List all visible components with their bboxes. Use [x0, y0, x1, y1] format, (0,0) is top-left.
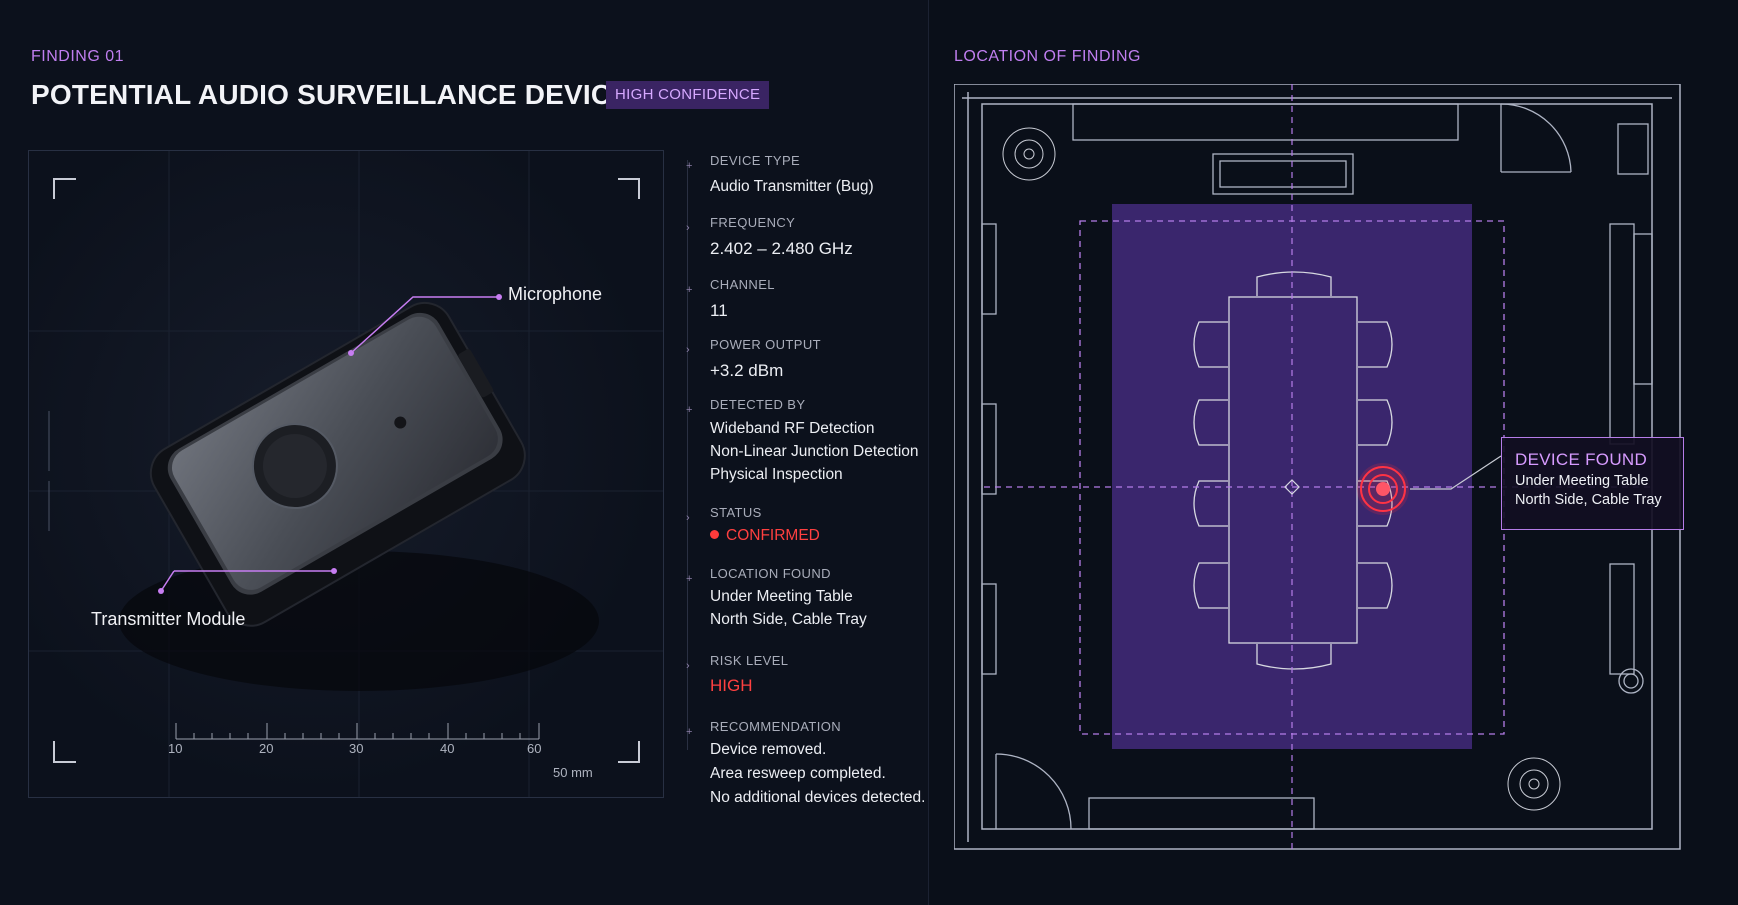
door-bottom-left	[995, 753, 1072, 830]
device-illustration	[29, 151, 663, 797]
spec-label: DEVICE TYPE	[710, 153, 801, 168]
spec-value: North Side, Cable Tray	[710, 611, 867, 628]
credenza	[1212, 153, 1354, 195]
spec-value: 11	[710, 301, 728, 320]
floor-plan	[954, 84, 1681, 850]
spec-label: POWER OUTPUT	[710, 337, 821, 352]
top-bench	[1072, 103, 1459, 141]
spec-value: 2.402 – 2.480 GHz	[710, 239, 853, 258]
spec-label: LOCATION FOUND	[710, 566, 831, 581]
spec-value: No additional devices detected.	[710, 789, 926, 806]
spec-label: RISK LEVEL	[710, 653, 789, 668]
device-location-marker	[1357, 463, 1409, 515]
spec-value: Audio Transmitter (Bug)	[710, 178, 874, 195]
door-top-right	[1500, 103, 1572, 173]
location-eyebrow: LOCATION OF FINDING	[954, 48, 1141, 65]
status-text: CONFIRMED	[726, 527, 820, 544]
device-photo: Microphone Transmitter Module 10 20 30 4…	[28, 150, 664, 798]
status-value: CONFIRMED	[710, 524, 820, 547]
microphone-callout-line	[350, 296, 499, 354]
spec-value: Device removed.	[710, 741, 827, 758]
ruler-tick-20: 20	[259, 741, 274, 756]
device-callout-line	[1410, 455, 1502, 490]
viewfinder-brackets	[53, 178, 640, 763]
transmitter-callout-line	[160, 570, 334, 592]
spec-value: Wideband RF Detection	[710, 420, 875, 437]
spec-value: Area resweep completed.	[710, 765, 886, 782]
spec-label: RECOMMENDATION	[710, 719, 842, 734]
spec-label: STATUS	[710, 505, 762, 520]
spec-value: Non-Linear Junction Detection	[710, 443, 919, 460]
status-dot-icon	[710, 530, 719, 539]
ruler-unit-label: 50 mm	[553, 765, 593, 780]
meeting-table	[1193, 271, 1393, 670]
left-windows	[981, 223, 997, 675]
spec-value: Under Meeting Table	[710, 588, 853, 605]
spec-value: +3.2 dBm	[710, 361, 784, 380]
page-title: POTENTIAL AUDIO SURVEILLANCE DEVICE	[31, 79, 631, 110]
microphone-label: Microphone	[508, 284, 603, 304]
finding-eyebrow: FINDING 01	[31, 48, 125, 65]
right-cabinets	[1609, 123, 1653, 694]
transmitter-device	[149, 301, 526, 627]
scale-ruler	[175, 723, 540, 740]
transmitter-module-label: Transmitter Module	[91, 609, 246, 629]
ruler-tick-60: 60	[527, 741, 542, 756]
panel-divider	[928, 0, 929, 905]
risk-level-value: HIGH	[710, 676, 753, 695]
device-found-line-2: North Side, Cable Tray	[1515, 492, 1662, 508]
spec-label: CHANNEL	[710, 277, 775, 292]
plant-icon	[1507, 757, 1561, 811]
spec-label: FREQUENCY	[710, 215, 796, 230]
device-found-line-1: Under Meeting Table	[1515, 473, 1649, 489]
ruler-tick-10: 10	[168, 741, 183, 756]
ruler-tick-30: 30	[349, 741, 364, 756]
confidence-badge: HIGH CONFIDENCE	[606, 81, 770, 109]
spec-value: Physical Inspection	[710, 466, 843, 483]
bottom-bench	[1088, 797, 1315, 830]
device-found-callout: DEVICE FOUND Under Meeting Table North S…	[1501, 437, 1684, 530]
plant-icon	[1002, 127, 1056, 181]
spec-label: DETECTED BY	[710, 397, 806, 412]
microphone-callout-dot	[348, 350, 354, 356]
device-found-title: DEVICE FOUND	[1515, 450, 1648, 469]
ruler-tick-40: 40	[440, 741, 455, 756]
